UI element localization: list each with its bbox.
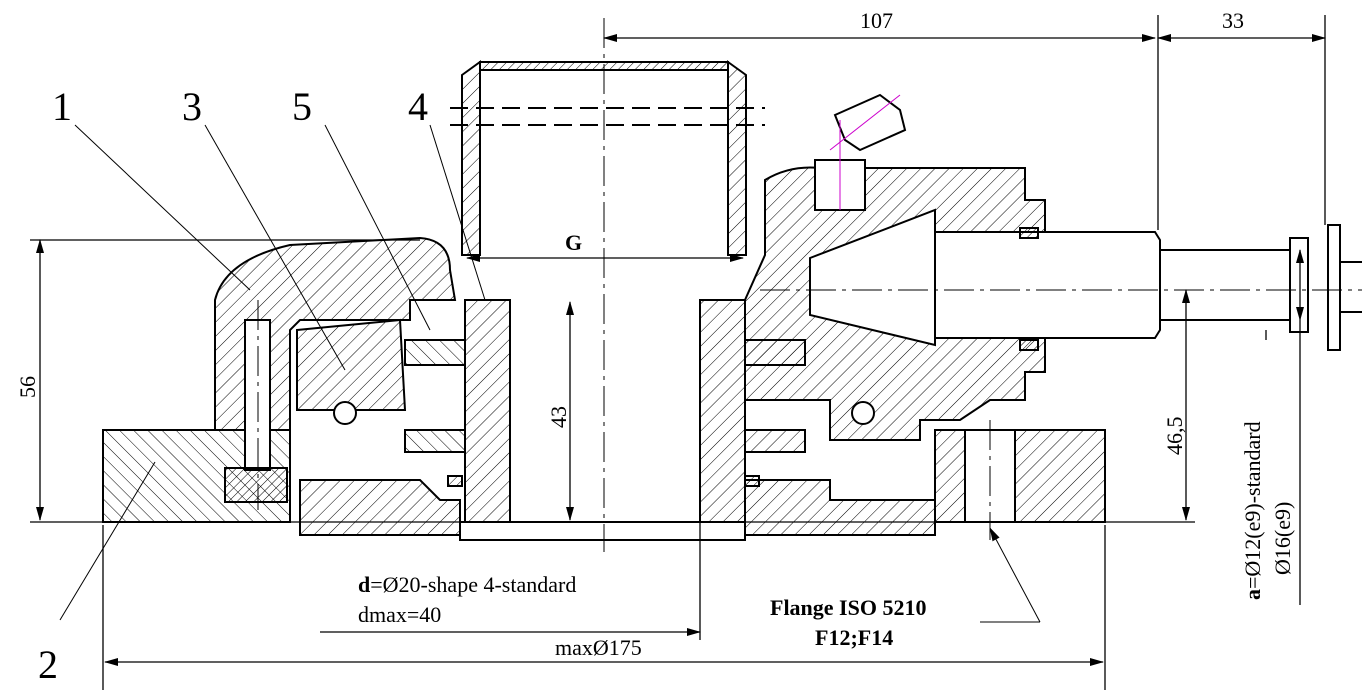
lower-housing-right bbox=[744, 479, 936, 536]
dim-43: 43 bbox=[546, 406, 571, 428]
dim-g: G bbox=[565, 230, 582, 255]
part-number-4: 4 bbox=[408, 84, 428, 129]
grease-fitting bbox=[833, 93, 907, 152]
dim-max-diameter: maxØ175 bbox=[555, 635, 642, 660]
bottom-ring bbox=[459, 521, 746, 541]
note-flange-line1: Flange ISO 5210 bbox=[770, 595, 926, 620]
lower-housing bbox=[299, 479, 461, 536]
ball-right bbox=[851, 401, 875, 425]
hollow-shaft-left bbox=[464, 299, 511, 523]
input-shaft-flange bbox=[1327, 224, 1341, 351]
part-number-1: 1 bbox=[52, 84, 72, 129]
bearing-lower-r bbox=[744, 429, 806, 453]
seal-2 bbox=[744, 475, 760, 487]
drawing-geometry bbox=[102, 60, 1362, 541]
note-flange-line2: F12;F14 bbox=[815, 625, 893, 650]
note-dmax: dmax=40 bbox=[358, 602, 441, 627]
note-bore-d: d=Ø20-shape 4-standard bbox=[358, 572, 576, 597]
bolt-head bbox=[224, 467, 288, 503]
hollow-shaft-right bbox=[699, 299, 746, 523]
base-flange-right bbox=[934, 429, 1106, 523]
dim-107: 107 bbox=[860, 8, 893, 33]
input-shaft-tip bbox=[1159, 249, 1296, 321]
top-tube-right bbox=[727, 60, 747, 256]
dim-46-5: 46,5 bbox=[1162, 417, 1187, 456]
accent-axis bbox=[829, 94, 901, 151]
seal-4 bbox=[1019, 339, 1039, 351]
note-shaft-d16: Ø16(e9) bbox=[1270, 502, 1295, 575]
top-tube-left bbox=[461, 60, 481, 256]
seal-3 bbox=[1019, 227, 1039, 239]
bearing-upper bbox=[404, 339, 466, 366]
note-shaft-a: a=Ø12(e9)-standard bbox=[1240, 421, 1265, 600]
part-number-5: 5 bbox=[292, 84, 312, 129]
part-number-2: 2 bbox=[38, 642, 58, 687]
dimension-lines bbox=[30, 15, 1326, 690]
dim-33: 33 bbox=[1222, 8, 1244, 33]
input-shaft-key bbox=[1289, 237, 1309, 333]
dim-56: 56 bbox=[15, 376, 40, 398]
pinion-bevel bbox=[809, 208, 936, 347]
part-number-3: 3 bbox=[182, 84, 202, 129]
bearing-lower bbox=[404, 429, 466, 453]
center-lines bbox=[257, 18, 1362, 552]
input-shaft bbox=[934, 231, 1161, 339]
leader-lines bbox=[59, 124, 1041, 623]
bevel-gear-left bbox=[296, 318, 407, 411]
seal-1 bbox=[447, 475, 463, 487]
ball-left bbox=[333, 401, 357, 425]
